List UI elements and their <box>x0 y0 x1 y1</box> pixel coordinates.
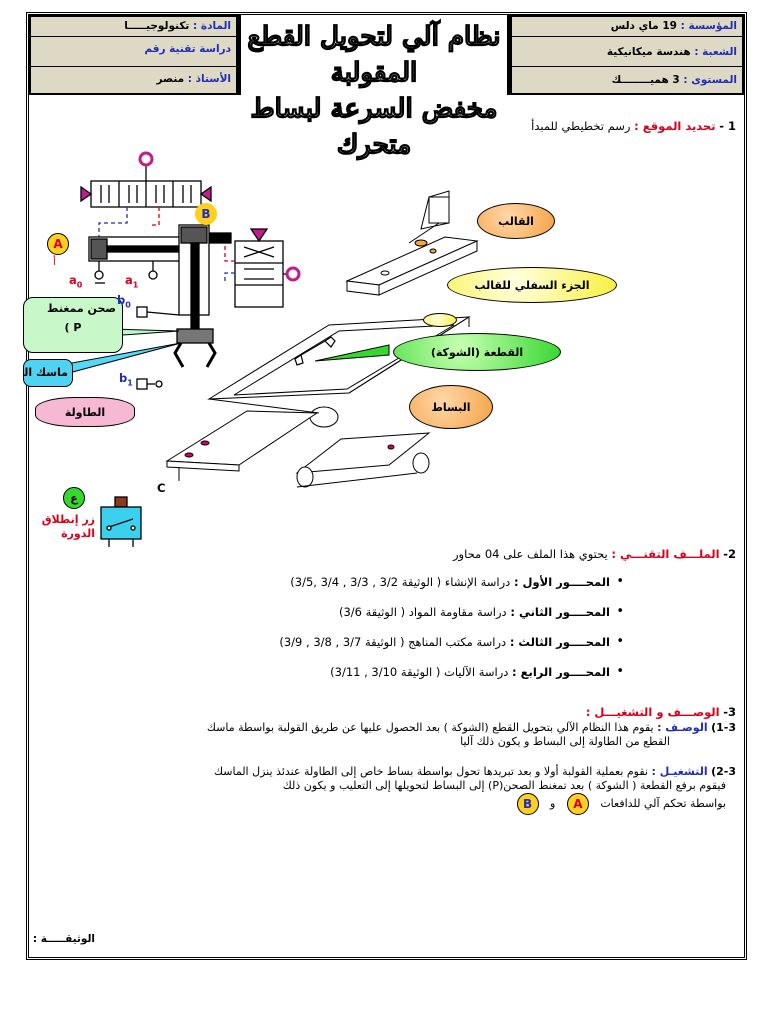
callout-table: الطاولة <box>35 397 135 427</box>
pusher-b-badge: B <box>516 793 539 815</box>
axis-item: المحــــور الأول : دراسة الإنشاء ( الوثي… <box>279 574 624 589</box>
description-paragraph: 1-3) الوصـف : يقوم هذا النظام الآلي بتحو… <box>206 721 736 748</box>
sensor-a1-label: a1 <box>125 273 139 290</box>
cylinder-b-label: B <box>195 203 217 225</box>
header-study: دراسة تقنية رقم <box>31 37 236 67</box>
header-teacher: الأستاذ : منصر <box>31 67 236 93</box>
section-3-heading: 3- الوصـــف و التشغيـــل : <box>585 705 736 719</box>
distributor-b <box>234 228 301 308</box>
header-branch: الشعبة : هندسة ميكانيكية <box>512 37 742 67</box>
cylinder-a <box>88 232 232 284</box>
start-button-label: ع <box>63 487 85 509</box>
callout-gripper: ماسك القطعة <box>23 359 73 387</box>
axis-item: المحــــور الرابع : دراسة الآليات ( الوث… <box>279 664 624 679</box>
mold-drawing <box>408 190 450 254</box>
fork-part-drawing <box>294 336 336 366</box>
output-conveyor-drawing <box>295 432 431 488</box>
start-button-caption: زر إنطلاق الدورة <box>41 513 95 540</box>
title-line-2: مخفض السرعة لبساط متحرك <box>250 93 498 160</box>
header-subject: المادة : تكنولوجيـــــا <box>31 17 236 37</box>
distributor-a <box>80 151 212 208</box>
callout-part: القطعة (الشوكة) <box>393 333 561 371</box>
callout-lower-mold: الجزء السفلي للقالب <box>447 267 617 303</box>
table-c-label: C <box>157 481 166 495</box>
document-number: الوثيقـــــة : 1 <box>31 933 95 945</box>
callout-mold: القالب <box>477 203 555 239</box>
lower-mold-drawing <box>345 236 479 296</box>
section-1-heading: 1 - تحديد الموقع : رسم تخطيطي للمبدأ <box>531 119 736 133</box>
header-left-box: المادة : تكنولوجيـــــا دراسة تقنية رقم … <box>29 15 238 95</box>
callout-press: صحن ممغنط P ) <box>23 297 123 353</box>
cylinder-b <box>136 224 217 390</box>
cylinder-a-label: A <box>47 233 69 255</box>
principle-diagram <box>38 151 479 547</box>
start-button-symbol <box>100 496 142 547</box>
axis-item: المحــــور الثاني : دراسة مقاومة المواد … <box>279 604 624 619</box>
section-2-heading: 2- الملـــف التقنـــي : يحتوي هذا الملف … <box>452 547 736 561</box>
alpha-mark: أ <box>53 257 56 268</box>
technical-file-axes: المحــــور الأول : دراسة الإنشاء ( الوثي… <box>279 574 624 695</box>
callout-small-yellow <box>423 313 457 327</box>
operation-paragraph: 2-3) التشغيـل : نقوم بعملية القولبة أولا… <box>30 765 736 815</box>
callout-conveyor: البساط <box>409 385 493 429</box>
document-title: نظام آلي لتحويل القطع المقولبة مخفض السر… <box>238 15 510 161</box>
pusher-a-badge: A <box>566 793 589 815</box>
axis-item: المحــــور الثالث : دراسة مكتب المناهج (… <box>279 634 624 649</box>
table-drawing <box>165 410 319 481</box>
sensor-b0-label: b0 <box>117 293 131 310</box>
sensor-a0-label: a0 <box>69 273 83 290</box>
page-frame: المادة : تكنولوجيـــــا دراسة تقنية رقم … <box>23 12 747 960</box>
title-line-1: نظام آلي لتحويل القطع المقولبة <box>247 21 501 88</box>
header-school: المؤسسة : 19 ماي دلس <box>512 17 742 37</box>
sensor-b1-label: b1 <box>119 371 133 388</box>
header-right-box: المؤسسة : 19 ماي دلس الشعبة : هندسة ميكا… <box>510 15 744 95</box>
header-level: المستوى : 3 هميــــــــك <box>512 67 742 93</box>
